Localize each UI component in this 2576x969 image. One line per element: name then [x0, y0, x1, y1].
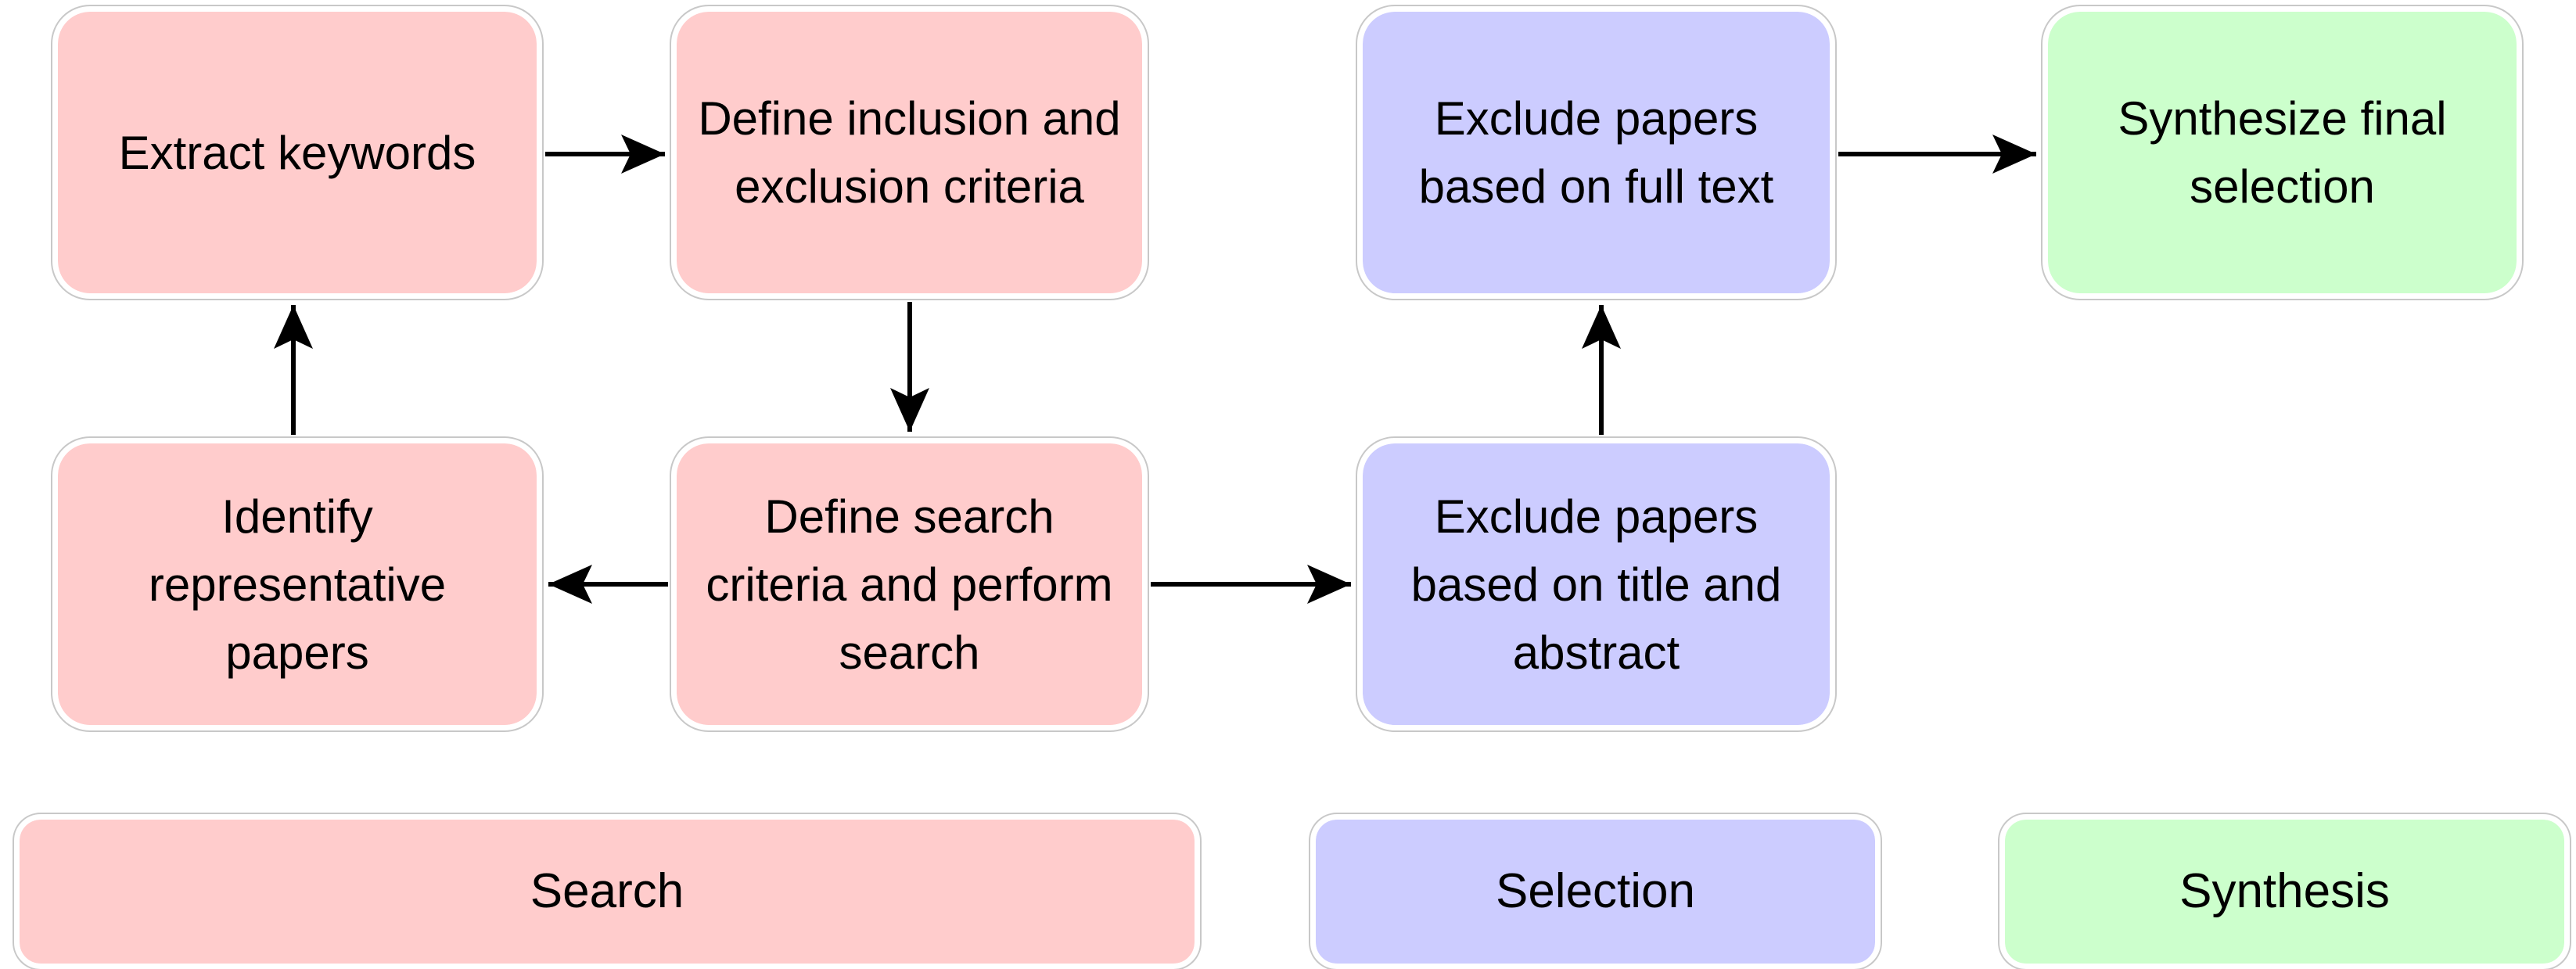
legend-selection: Selection: [1310, 814, 1881, 969]
node-label: Synthesize final selection: [2118, 92, 2447, 213]
legend-synthesis: Synthesis: [1999, 814, 2570, 969]
legend-search: Search: [14, 814, 1200, 969]
node-label: Define search criteria and perform searc…: [706, 490, 1113, 679]
node-label: Define inclusion and exclusion criteria: [698, 92, 1121, 213]
node-extract-keywords: Extract keywords: [52, 6, 542, 299]
legend-label: Synthesis: [2179, 864, 2390, 918]
node-identify-representative-papers: Identify representative papers: [52, 438, 542, 730]
node-exclude-papers-full-text: Exclude papers based on full text: [1357, 6, 1835, 299]
legend-label: Selection: [1495, 864, 1696, 918]
node-define-search-criteria: Define search criteria and perform searc…: [671, 438, 1148, 730]
node-define-inclusion-exclusion-criteria: Define inclusion and exclusion criteria: [671, 6, 1148, 299]
node-label: Exclude papers based on title and abstra…: [1410, 490, 1782, 679]
node-label: Identify representative papers: [148, 490, 447, 679]
node-label: Exclude papers based on full text: [1418, 92, 1774, 213]
legend-label: Search: [530, 864, 684, 918]
node-synthesize-final-selection: Synthesize final selection: [2042, 6, 2522, 299]
node-exclude-papers-title-abstract: Exclude papers based on title and abstra…: [1357, 438, 1835, 730]
node-label: Extract keywords: [118, 126, 476, 179]
